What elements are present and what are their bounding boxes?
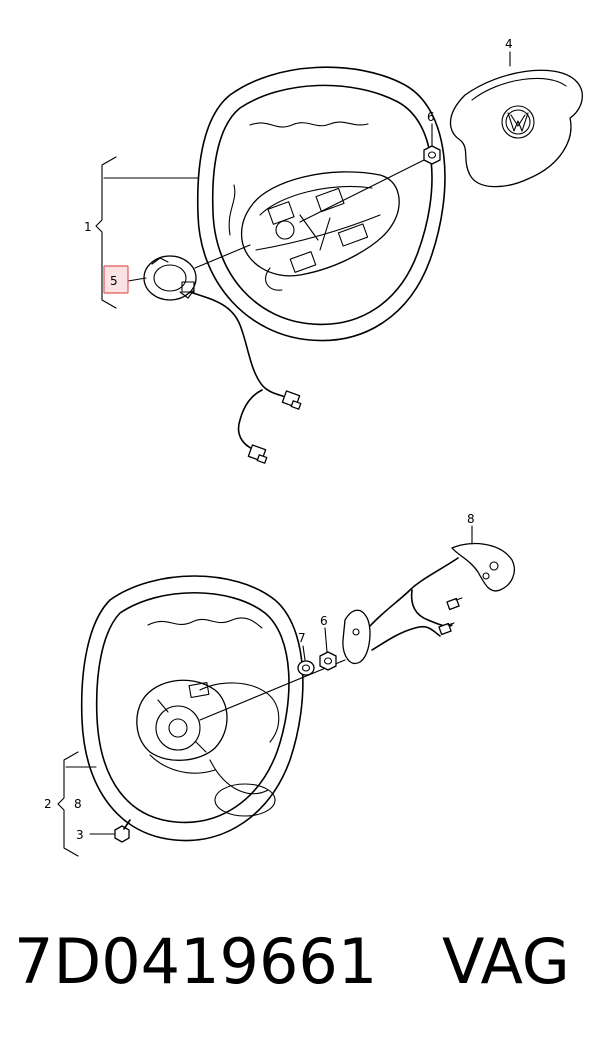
lower-axis-line <box>199 659 346 721</box>
leader-item-7 <box>302 645 306 661</box>
vw-logo-icon <box>501 105 535 139</box>
callout-8-upper: 8 <box>467 512 475 526</box>
upper-steering-wheel-assembly: 1 4 5 6 <box>84 37 583 464</box>
callout-1: 1 <box>84 220 92 234</box>
upper-axis-line-left <box>194 244 251 269</box>
airbag-unit <box>449 69 583 188</box>
highlight-item-5 <box>103 265 129 294</box>
callout-8-lower: 8 <box>74 797 82 811</box>
lower-washer <box>297 660 315 676</box>
lower-steering-wheel-assembly: 2 3 6 7 8 8 <box>44 512 515 857</box>
callout-2: 2 <box>44 797 52 811</box>
upper-steering-wheel-rim <box>196 66 446 342</box>
wiring-harness <box>189 291 302 464</box>
callout-4: 4 <box>505 37 513 51</box>
lower-nut <box>319 651 337 671</box>
lower-steering-wheel-hub <box>136 679 280 817</box>
caption: 7D0419661 VAG <box>0 912 600 1012</box>
clock-spring-ring <box>143 255 197 301</box>
shift-paddle <box>451 542 515 592</box>
leader-item-5 <box>127 277 147 282</box>
part-number: 7D0419661 <box>14 925 378 998</box>
upper-axis-line <box>299 157 429 223</box>
callout-6-upper: 6 <box>427 110 435 124</box>
brand-label: VAG <box>442 925 570 998</box>
multifunction-switch <box>342 557 463 665</box>
upper-nut <box>423 145 441 165</box>
callout-7: 7 <box>298 631 306 645</box>
callout-3: 3 <box>76 828 84 842</box>
bracket-item-2 <box>57 751 79 857</box>
callout-5: 5 <box>110 274 118 288</box>
lower-bolt <box>114 819 131 843</box>
bracket-item-1 <box>95 156 117 309</box>
leader-item-6-lower <box>324 627 328 653</box>
callout-6-lower: 6 <box>320 614 328 628</box>
upper-steering-wheel-hub <box>240 171 400 291</box>
